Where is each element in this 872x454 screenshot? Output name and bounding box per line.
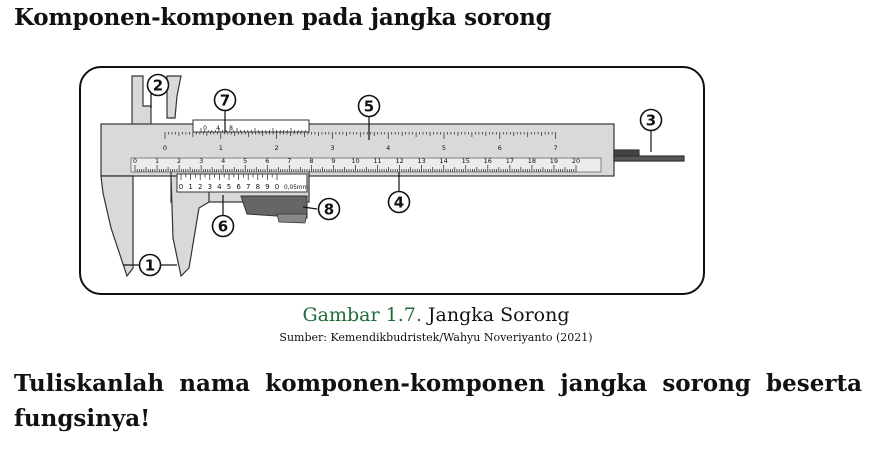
inch-scale-number: 1 <box>219 144 223 152</box>
main-scale-number: 17 <box>506 157 514 165</box>
main-scale-number: 6 <box>265 157 269 165</box>
question-text: Tuliskanlah nama komponen-komponen jangk… <box>14 366 862 436</box>
main-scale-number: 9 <box>331 157 335 165</box>
callout-2: 2 <box>148 75 169 109</box>
depth-gauge-number: 0 <box>203 125 207 132</box>
callout-number: 4 <box>394 194 404 212</box>
vernier-number: 3 <box>208 183 212 191</box>
main-scale-number: 11 <box>373 157 381 165</box>
figure-source: Sumber: Kemendikbudristek/Wahyu Noveriya… <box>0 331 872 344</box>
main-scale-number: 12 <box>395 157 403 165</box>
callout-number: 5 <box>364 98 374 116</box>
callout-4: 4 <box>389 172 410 213</box>
vernier-number: 6 <box>236 183 241 191</box>
main-scale-number: 4 <box>221 157 225 165</box>
main-scale-number: 8 <box>309 157 313 165</box>
upper-jaw-sliding <box>167 76 181 118</box>
vernier-precision: 0,05mm <box>284 185 309 191</box>
main-scale-number: 15 <box>462 157 470 165</box>
inch-scale-number: 2 <box>275 144 279 152</box>
main-scale-number: 1 <box>155 157 159 165</box>
caption-label: Gambar 1.7. <box>302 304 421 326</box>
main-scale-number: 18 <box>528 157 536 165</box>
callout-number: 3 <box>646 112 656 130</box>
vernier-number: 7 <box>246 183 250 191</box>
inch-scale-number: 6 <box>498 144 502 152</box>
inch-scale-number: 4 <box>386 144 390 152</box>
figure-caption: Gambar 1.7. Jangka Sorong <box>0 304 872 326</box>
inch-scale-number: 3 <box>330 144 334 152</box>
depth-gauge-number: 8 <box>229 125 233 132</box>
inch-scale-number: 5 <box>442 144 446 152</box>
main-scale-number: 10 <box>351 157 359 165</box>
vernier-number: 9 <box>265 183 269 191</box>
depth-rod-upper <box>614 150 639 156</box>
vernier-number: 8 <box>256 183 260 191</box>
main-scale-number: 14 <box>440 157 448 165</box>
main-scale-number: 7 <box>287 157 291 165</box>
vernier-number: 1 <box>188 183 192 191</box>
vernier-number: 5 <box>227 183 231 191</box>
callout-number: 8 <box>324 201 334 219</box>
inch-scale-number: 7 <box>554 144 558 152</box>
main-scale-number: 19 <box>550 157 558 165</box>
callout-3: 3 <box>641 110 662 153</box>
vernier-number: 4 <box>217 183 222 191</box>
vernier-number: 0 <box>179 183 183 191</box>
inch-scale-number: 0 <box>163 144 167 152</box>
callout-number: 2 <box>153 77 163 95</box>
lower-jaw-fixed <box>101 176 133 276</box>
main-scale-number: 20 <box>572 157 580 165</box>
vernier-number: 2 <box>198 183 202 191</box>
callout-number: 7 <box>220 92 230 110</box>
caption-title: Jangka Sorong <box>428 304 570 326</box>
main-scale-number: 5 <box>243 157 247 165</box>
callout-number: 6 <box>218 218 228 236</box>
depth-rod <box>614 156 684 161</box>
section-heading: Komponen-komponen pada jangka sorong <box>14 4 552 31</box>
depth-gauge-number: 4 <box>216 125 220 132</box>
main-scale-number: 16 <box>484 157 492 165</box>
main-scale-number: 0 <box>133 157 137 165</box>
vernier-number: 0 <box>275 183 279 191</box>
main-scale-number: 2 <box>177 157 181 165</box>
main-scale-number: 3 <box>199 157 203 165</box>
main-scale-number: 13 <box>418 157 426 165</box>
callout-number: 1 <box>145 257 155 275</box>
